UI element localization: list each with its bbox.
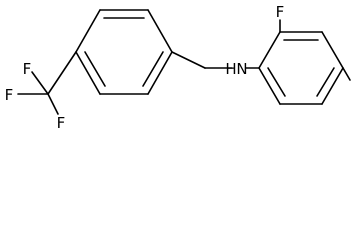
- cf-bond: [31, 71, 49, 95]
- methyl-bond: [342, 67, 351, 81]
- amine-n-text: N: [236, 60, 247, 78]
- cf-bond: [47, 93, 59, 115]
- bond: [258, 67, 281, 105]
- bond: [321, 67, 344, 105]
- double-bond-inner: [84, 51, 106, 87]
- cf3-fluorine-bottom-text: F: [57, 114, 66, 132]
- double-bond-inner: [316, 67, 335, 97]
- bond: [147, 9, 173, 53]
- cf3-fluorine-labels: F F F: [5, 60, 66, 132]
- double-bond-inner: [267, 67, 286, 97]
- trifluoromethyl-group: [17, 51, 77, 115]
- molecule-diagram: H N F F F F: [5, 3, 351, 132]
- benzyl-ch2-bond: [171, 51, 206, 69]
- amine-h-text: H: [225, 60, 236, 78]
- double-bond-inner: [142, 51, 164, 87]
- bond: [147, 51, 173, 95]
- amine-label: H N: [225, 60, 247, 78]
- bond: [75, 51, 101, 95]
- cf3-fluorine-left-text: F: [5, 86, 14, 104]
- bond: [47, 51, 77, 95]
- left-benzene-ring: [75, 9, 173, 95]
- bond: [258, 31, 281, 69]
- ring-fluorine-text: F: [276, 3, 285, 21]
- structure-drawing: H N F F F F: [5, 3, 351, 132]
- ring-fluorine-label: F: [276, 3, 285, 21]
- cf3-fluorine-top-text: F: [23, 60, 32, 78]
- bond: [75, 9, 101, 53]
- bond: [321, 31, 344, 69]
- right-benzene-ring: [258, 31, 344, 105]
